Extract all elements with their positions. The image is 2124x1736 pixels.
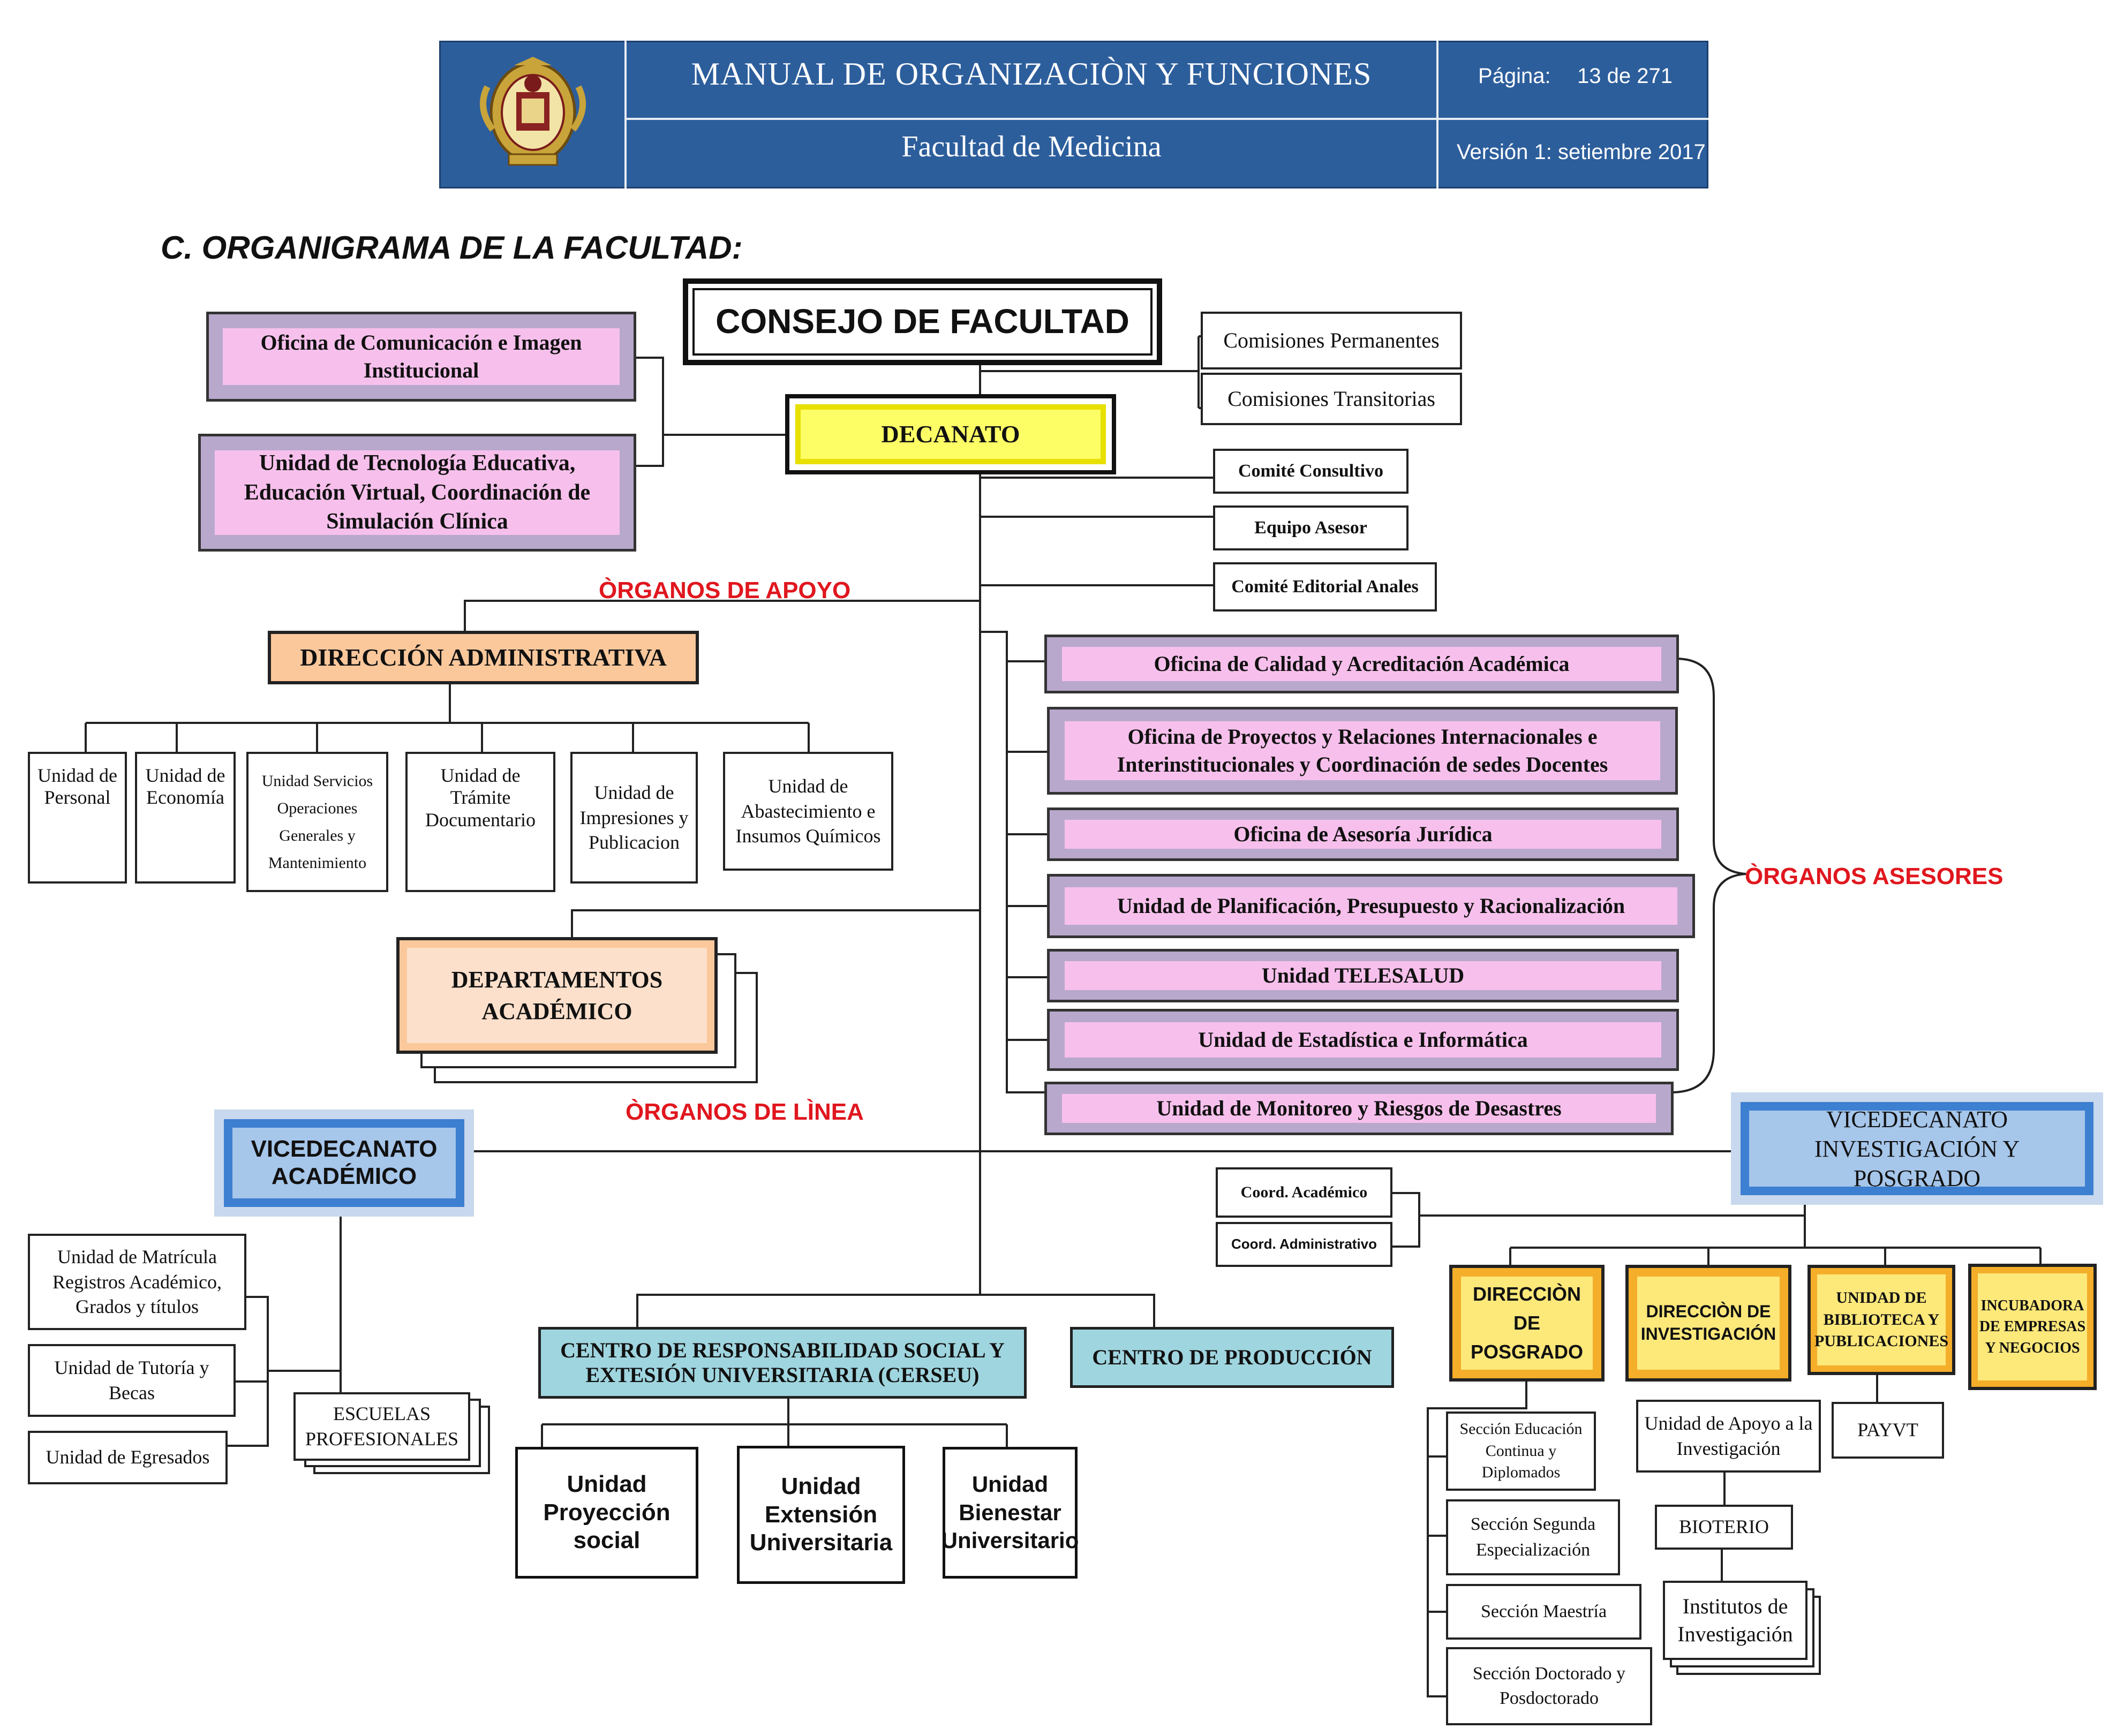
document-title: MANUAL DE ORGANIZACIÒN Y FUNCIONES [691,56,1372,92]
payvt[interactable]: PAYVT [1832,1402,1944,1459]
decanato[interactable]: DECANATO [795,404,1106,464]
university-seal-icon [471,49,594,172]
escuelas-profesionales[interactable]: ESCUELAS PROFESIONALES [293,1392,470,1461]
comisiones-permanentes[interactable]: Comisiones Permanentes [1201,312,1462,369]
unidad-servicios-operaciones[interactable]: Unidad Servicios Operaciones Generales y… [246,752,388,892]
page-number: 13 de 271 [1577,64,1673,88]
page-label: Página: [1478,64,1551,88]
version-label: Versión 1: setiembre 2017 [1457,140,1706,164]
unidad-extension-universitaria[interactable]: Unidad Extensión Universitaria [737,1446,905,1584]
comite-consultivo[interactable]: Comité Consultivo [1213,449,1409,494]
unidad-proyeccion-social[interactable]: Unidad Proyección social [515,1447,698,1579]
consejo-de-facultad[interactable]: CONSEJO DE FACULTAD [692,288,1153,356]
seccion-educacion-continua[interactable]: Sección Educación Continua y Diplomados [1446,1412,1596,1491]
equipo-asesor[interactable]: Equipo Asesor [1213,505,1409,550]
unidad-egresados[interactable]: Unidad de Egresados [28,1431,228,1484]
label-organos-apoyo: ÒRGANOS DE APOYO [599,577,851,603]
comisiones-transitorias[interactable]: Comisiones Transitorias [1201,373,1462,425]
unidad-tutoria-becas[interactable]: Unidad de Tutoría y Becas [28,1344,236,1417]
oficina-asesoria-juridica[interactable]: Oficina de Asesoría Jurídica [1047,807,1679,861]
direccion-investigacion[interactable]: DIRECCIÒN DE INVESTIGACIÓN [1625,1265,1791,1382]
oficina-proyectos-relaciones[interactable]: Oficina de Proyectos y Relaciones Intern… [1047,707,1678,795]
coord-administrativo[interactable]: Coord. Administrativo [1216,1222,1392,1267]
label-organos-asesores: ÒRGANOS ASESORES [1745,863,2004,889]
header-divider-2 [1436,41,1438,188]
unidad-economia[interactable]: Unidad de Economía [135,752,236,884]
institutos-investigacion[interactable]: Institutos de Investigación [1663,1581,1807,1660]
unidad-telesalud[interactable]: Unidad TELESALUD [1047,949,1679,1002]
header-divider-1 [624,41,627,188]
oficina-calidad-acreditacion[interactable]: Oficina de Calidad y Acreditación Académ… [1044,635,1679,693]
label-organos-linea: ÒRGANOS DE LÌNEA [626,1099,864,1125]
unidad-abastecimiento-insumos[interactable]: Unidad de Abastecimiento e Insumos Quími… [723,752,893,871]
comite-editorial-anales[interactable]: Comité Editorial Anales [1213,562,1437,612]
unidad-planificacion-presupuesto[interactable]: Unidad de Planificación, Presupuesto y R… [1047,874,1695,938]
seccion-doctorado-posdoctorado[interactable]: Sección Doctorado y Posdoctorado [1446,1647,1652,1725]
unidad-personal[interactable]: Unidad de Personal [28,752,127,884]
centro-de-produccion[interactable]: CENTRO DE PRODUCCIÓN [1070,1327,1394,1388]
unidad-biblioteca-publicaciones[interactable]: UNIDAD DE BIBLIOTECA Y PUBLICACIONES [1807,1265,1955,1375]
vicedecanato-academico[interactable]: VICEDECANATO ACADÉMICO [214,1109,474,1217]
unidad-tecnologia-educativa[interactable]: Unidad de Tecnología Educativa, Educació… [198,434,636,552]
unidad-apoyo-investigacion[interactable]: Unidad de Apoyo a la Investigación [1636,1400,1821,1473]
unidad-matricula-registros[interactable]: Unidad de Matrícula Registros Académico,… [28,1234,246,1330]
unidad-bienestar-universitario[interactable]: Unidad Bienestar Universitario [942,1447,1079,1579]
oficina-comunicacion-imagen[interactable]: Oficina de Comunicación e Imagen Institu… [206,312,636,402]
incubadora-empresas-negocios[interactable]: INCUBADORA DE EMPRESAS Y NEGOCIOS [1968,1264,2097,1390]
unidad-monitoreo-riesgos[interactable]: Unidad de Monitoreo y Riesgos de Desastr… [1044,1082,1674,1135]
vicedecanato-investigacion-posgrado[interactable]: VICEDECANATO INVESTIGACIÓN Y POSGRADO [1731,1092,2103,1205]
document-header [439,41,1708,188]
seccion-maestria[interactable]: Sección Maestría [1446,1584,1641,1640]
bioterio[interactable]: BIOTERIO [1655,1505,1793,1550]
unidad-impresiones-publicacion[interactable]: Unidad de Impresiones y Publicacion [570,752,698,884]
direccion-administrativa[interactable]: DIRECCIÓN ADMINISTRATIVA [268,631,699,684]
document-subtitle: Facultad de Medicina [901,130,1162,163]
header-divider-3 [624,118,1708,120]
unidad-tramite-documentario[interactable]: Unidad de Trámite Documentario [405,752,555,892]
cerseu[interactable]: CENTRO DE RESPONSABILIDAD SOCIAL Y EXTES… [538,1327,1027,1399]
seccion-segunda-especializacion[interactable]: Sección Segunda Especialización [1446,1499,1620,1575]
direccion-posgrado[interactable]: DIRECCIÒN DE POSGRADO [1449,1265,1605,1382]
section-title: C. ORGANIGRAMA DE LA FACULTAD: [161,230,743,266]
departamentos-academico[interactable]: DEPARTAMENTOS ACADÉMICO [396,937,718,1054]
coord-academico[interactable]: Coord. Académico [1216,1167,1392,1218]
unidad-estadistica-informatica[interactable]: Unidad de Estadística e Informática [1047,1009,1679,1071]
